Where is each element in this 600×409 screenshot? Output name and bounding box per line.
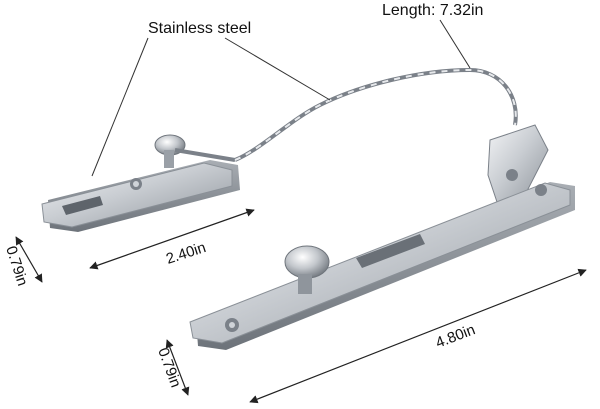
- label-large-plate-width: 0.79in: [154, 346, 184, 390]
- label-large-plate-length: 4.80in: [433, 321, 477, 352]
- leader-length: [439, 19, 471, 69]
- dimension-small-width: [15, 236, 43, 283]
- large-plate: [189, 182, 575, 350]
- dimension-large-width: [165, 339, 190, 396]
- leader-material-right: [224, 37, 331, 101]
- keyhole-slot: [62, 196, 103, 215]
- dimension-small-length: [89, 208, 255, 270]
- chain: [174, 67, 518, 162]
- dimension-large-length: [249, 268, 587, 404]
- small-plate: [41, 160, 240, 232]
- label-small-plate-width: 0.79in: [2, 244, 31, 288]
- leader-material-left: [91, 37, 149, 177]
- slide-track: [356, 234, 425, 268]
- screw-hole-right: [535, 184, 547, 196]
- label-material: Stainless steel: [148, 20, 251, 37]
- label-small-plate-length: 2.40in: [164, 239, 208, 268]
- label-length: Length: 7.32in: [382, 2, 483, 19]
